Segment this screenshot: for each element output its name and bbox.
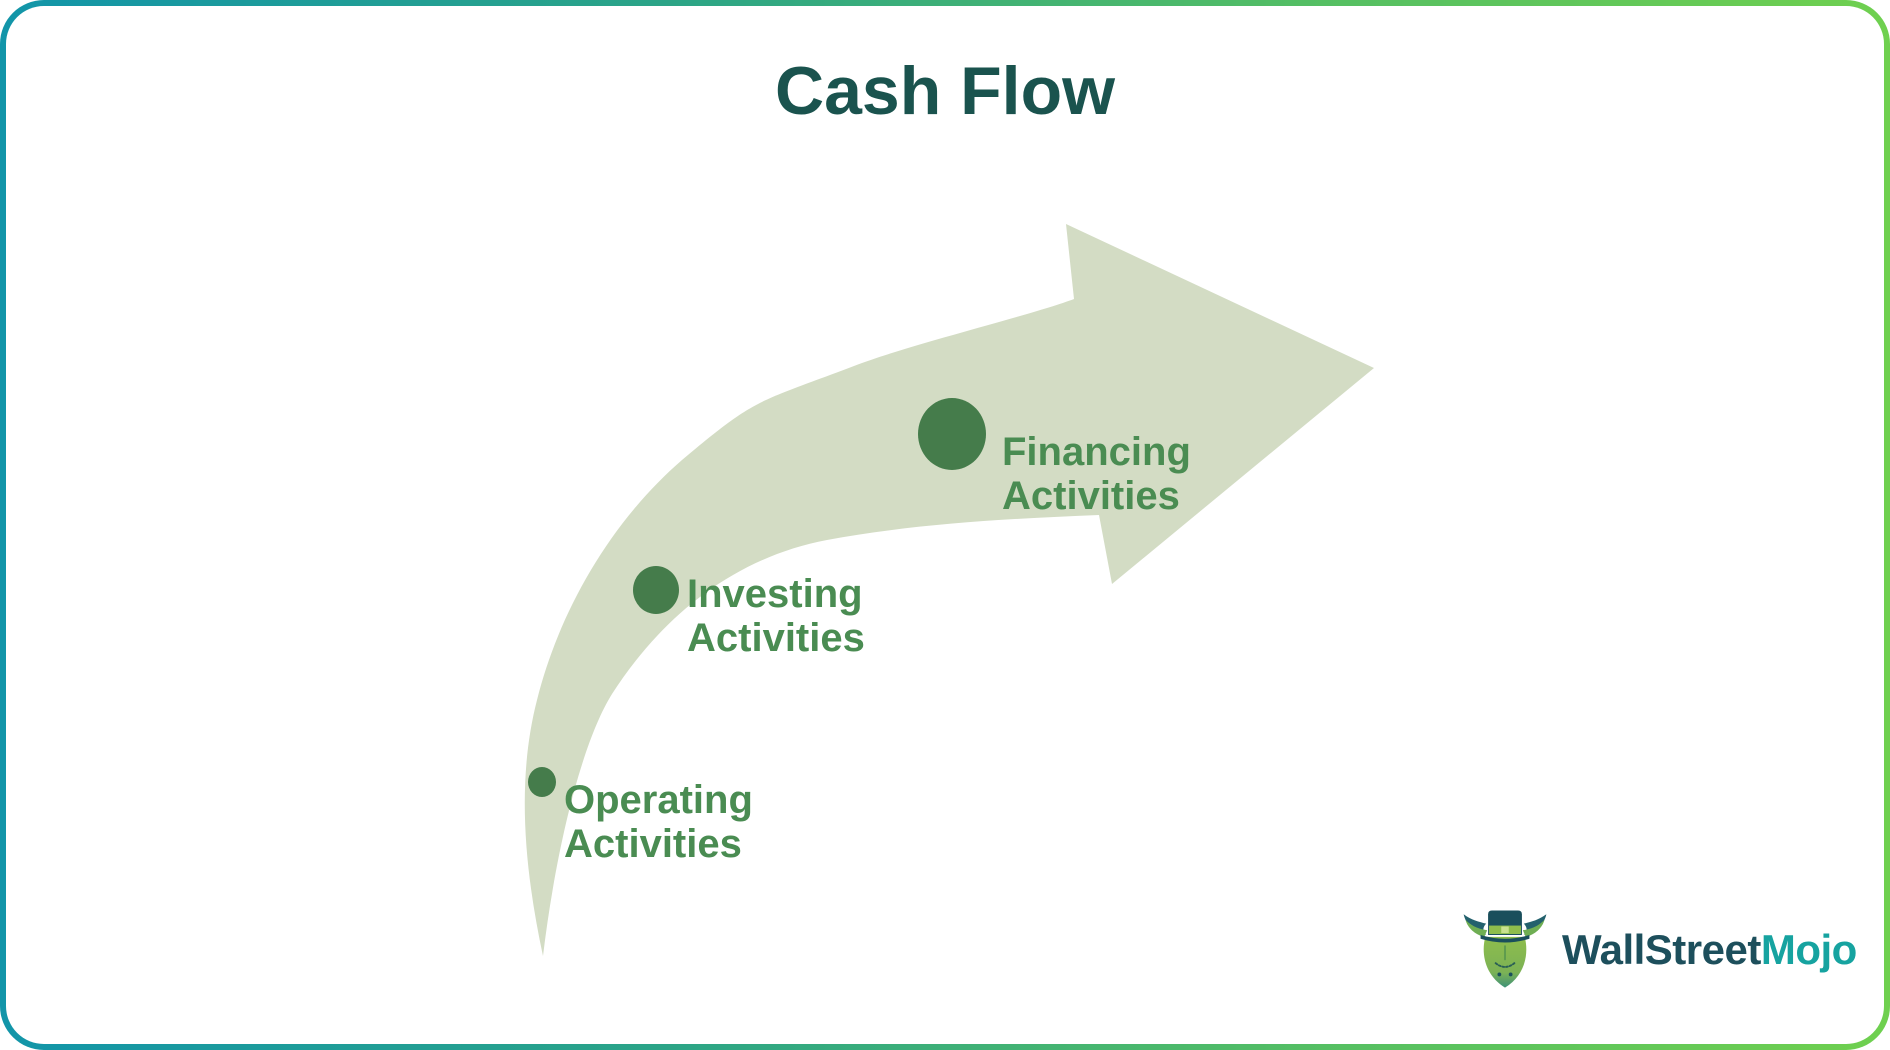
stage-dot-investing — [633, 566, 679, 614]
stage-dot-financing — [918, 398, 986, 470]
diagram-canvas: Cash Flow Operating Activities Investing… — [6, 6, 1884, 1044]
wordmark-primary: WallStreet — [1562, 926, 1761, 973]
stage-label-line: Activities — [687, 616, 865, 660]
stage-label-financing: Financing Activities — [1002, 430, 1191, 518]
wordmark-accent: Mojo — [1760, 926, 1857, 973]
wallstreetmojo-wordmark: WallStreetMojo — [1562, 926, 1857, 974]
stage-label-line: Investing — [687, 572, 863, 616]
stage-label-line: Financing — [1002, 430, 1191, 474]
wallstreetmojo-logo: WallStreetMojo — [1458, 902, 1857, 998]
page-title: Cash Flow — [774, 53, 1116, 129]
stage-dot-operating — [528, 767, 556, 797]
stage-label-line: Activities — [1002, 474, 1180, 518]
stage-label-line: Operating — [564, 778, 753, 822]
stage-label-line: Activities — [564, 822, 742, 866]
bull-mascot-icon — [1463, 910, 1547, 988]
stage-label-investing: Investing Activities — [687, 572, 865, 660]
arrow-shape — [524, 224, 1374, 956]
cash-flow-arrow — [524, 224, 1374, 956]
stage-label-operating: Operating Activities — [564, 778, 753, 866]
